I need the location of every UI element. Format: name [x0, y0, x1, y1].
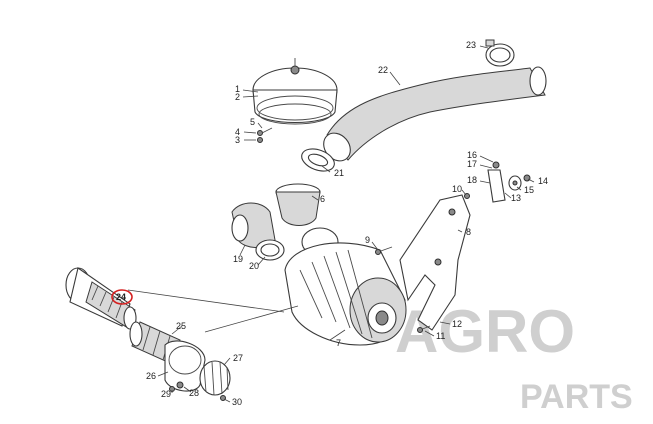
callout-2: 2 [235, 92, 240, 102]
callout-19: 19 [233, 254, 243, 264]
callout-28: 28 [189, 388, 199, 398]
callout-27: 27 [233, 353, 243, 363]
part-bracket [399, 194, 471, 331]
part-hose-clamp-top [485, 39, 515, 67]
callout-21: 21 [334, 168, 344, 178]
callout-10: 10 [452, 184, 462, 194]
callout-24: 24 [116, 292, 126, 302]
callout-29: 29 [161, 389, 171, 399]
part-intake-hose [323, 66, 547, 162]
callout-12: 12 [452, 319, 462, 329]
part-screws-right [375, 193, 470, 333]
assembly-lines [127, 289, 299, 333]
callout-7: 7 [336, 338, 341, 348]
highlight-ring [111, 289, 133, 305]
callout-5: 5 [250, 117, 255, 127]
callout-18: 18 [467, 175, 477, 185]
part-side-intake [231, 202, 285, 261]
part-elbow [275, 183, 321, 226]
callout-24-highlight: 24 [111, 289, 133, 305]
callout-22: 22 [378, 65, 388, 75]
part-top-cap [252, 58, 338, 125]
callout-25: 25 [176, 321, 186, 331]
callout-13: 13 [511, 193, 521, 203]
callout-8: 8 [466, 227, 471, 237]
part-air-cleaner [284, 227, 407, 346]
callout-26: 26 [146, 371, 156, 381]
part-end-cap [199, 360, 231, 401]
callout-30: 30 [232, 397, 242, 407]
watermark: AGRO PARTS [395, 298, 633, 416]
callout-4: 4 [235, 127, 240, 137]
part-gasket [301, 148, 335, 172]
callout-3: 3 [235, 135, 240, 145]
callout-labels: 1 2 3 4 5 6 7 8 9 10 11 12 13 14 15 16 1… [111, 40, 548, 407]
callout-9: 9 [365, 235, 370, 245]
part-filter-element [65, 267, 137, 330]
callout-1: 1 [235, 84, 240, 94]
part-small-screws [257, 127, 273, 143]
callout-15: 15 [524, 185, 534, 195]
part-bracket-hardware [487, 161, 531, 203]
leader-lines [157, 45, 535, 403]
callout-14: 14 [538, 176, 548, 186]
callout-17: 17 [467, 159, 477, 169]
part-housing-clamp [164, 340, 206, 392]
callout-20: 20 [249, 261, 259, 271]
callout-23: 23 [466, 40, 476, 50]
callout-16: 16 [467, 150, 477, 160]
watermark-line2: PARTS [520, 378, 633, 416]
callout-6: 6 [320, 194, 325, 204]
callout-11: 11 [436, 331, 445, 341]
